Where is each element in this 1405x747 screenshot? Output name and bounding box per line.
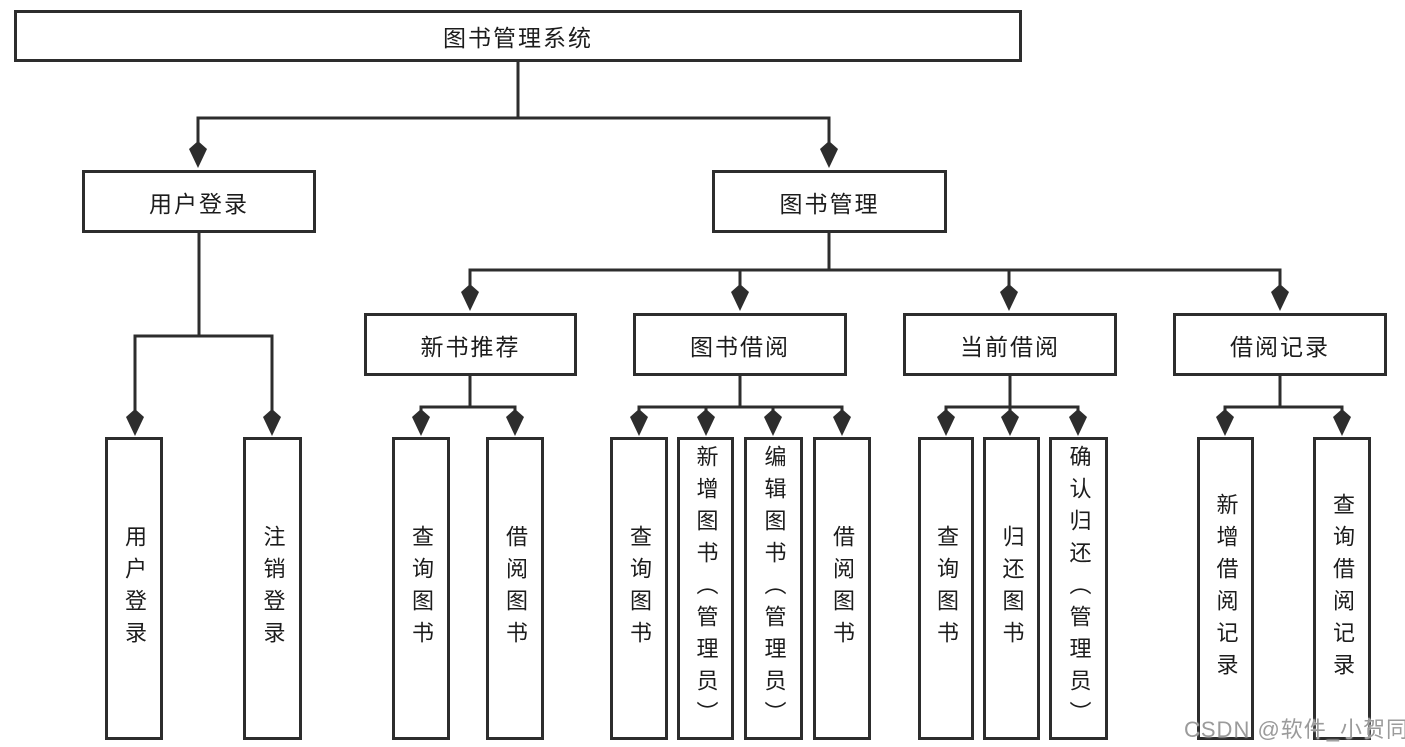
node-label: 注销登录: [260, 524, 286, 653]
arrowheads: [126, 141, 1351, 436]
leaf-logout-login: 注销登录: [243, 437, 302, 740]
connector-current-borrowing-children: [944, 376, 1080, 415]
arrow-down-icon: [1069, 409, 1087, 436]
leaf-user-login: 用户登录: [105, 437, 163, 740]
node-label: 查询图书: [627, 524, 652, 653]
arrow-down-icon: [412, 409, 430, 436]
leaf-add-borrow-record: 新增借阅记录: [1197, 437, 1254, 740]
leaf-add-books-admin: 新增图书（管理员）: [677, 437, 734, 740]
arrow-down-icon: [697, 409, 715, 436]
leaf-borrow-books-recommend: 借阅图书: [486, 437, 544, 740]
node-label: 编辑图书（管理员）: [761, 444, 787, 733]
node-label: 查询借阅记录: [1330, 492, 1355, 685]
node-label: 新增借阅记录: [1213, 492, 1239, 685]
arrow-down-icon: [731, 284, 749, 311]
connector-recommendation-children: [419, 376, 517, 415]
node-label: 查询图书: [934, 524, 959, 653]
node-book-borrowing: 图书借阅: [633, 313, 847, 376]
node-root-system: 图书管理系统: [14, 10, 1022, 62]
node-label: 图书借阅: [690, 333, 790, 360]
node-borrowing-records: 借阅记录: [1173, 313, 1387, 376]
leaf-confirm-return-admin: 确认归还（管理员）: [1049, 437, 1108, 740]
node-label: 图书管理系统: [443, 25, 593, 51]
arrow-down-icon: [1000, 284, 1018, 311]
connector-borrowing-children: [637, 376, 844, 415]
leaf-search-books-recommend: 查询图书: [392, 437, 450, 740]
leaf-return-books: 归还图书: [983, 437, 1040, 740]
node-label: 借阅记录: [1230, 333, 1330, 360]
node-label: 新书推荐: [420, 333, 521, 360]
node-label: 新增图书（管理员）: [693, 444, 719, 733]
leaf-search-books-borrowing: 查询图书: [610, 437, 668, 740]
connector-book-management-children: [468, 233, 1282, 289]
arrow-down-icon: [263, 409, 281, 436]
arrow-down-icon: [461, 284, 479, 311]
node-label: 归还图书: [999, 524, 1025, 653]
connector-root-to-level2: [196, 62, 831, 147]
node-user-login: 用户登录: [82, 170, 316, 233]
arrow-down-icon: [189, 141, 207, 168]
leaf-search-borrow-record: 查询借阅记录: [1313, 437, 1371, 740]
node-label: 确认归还（管理员）: [1066, 444, 1092, 733]
arrow-down-icon: [833, 409, 851, 436]
arrow-down-icon: [1271, 284, 1289, 311]
connector-user-login-children: [133, 233, 274, 415]
node-label: 查询图书: [409, 524, 434, 653]
node-label: 用户登录: [122, 524, 147, 653]
node-label: 用户登录: [149, 190, 249, 217]
arrow-down-icon: [1216, 409, 1234, 436]
node-new-book-recommendation: 新书推荐: [364, 313, 577, 376]
node-book-management: 图书管理: [712, 170, 947, 233]
node-current-borrowing: 当前借阅: [903, 313, 1117, 376]
arrow-down-icon: [630, 409, 648, 436]
arrow-down-icon: [820, 141, 838, 168]
arrow-down-icon: [506, 409, 524, 436]
node-label: 图书管理: [779, 190, 880, 217]
node-label: 借阅图书: [830, 524, 855, 653]
arrow-down-icon: [1333, 409, 1351, 436]
leaf-search-books-current: 查询图书: [918, 437, 974, 740]
connector-records-children: [1223, 376, 1344, 415]
csdn-watermark: CSDN @软件_小贺同学: [1184, 717, 1405, 742]
leaf-edit-books-admin: 编辑图书（管理员）: [744, 437, 803, 740]
arrow-down-icon: [126, 409, 144, 436]
arrow-down-icon: [1001, 409, 1019, 436]
node-label: 当前借阅: [960, 333, 1060, 360]
leaf-borrow-books-borrowing: 借阅图书: [813, 437, 871, 740]
arrow-down-icon: [937, 409, 955, 436]
node-label: 借阅图书: [503, 524, 528, 653]
arrow-down-icon: [764, 409, 782, 436]
